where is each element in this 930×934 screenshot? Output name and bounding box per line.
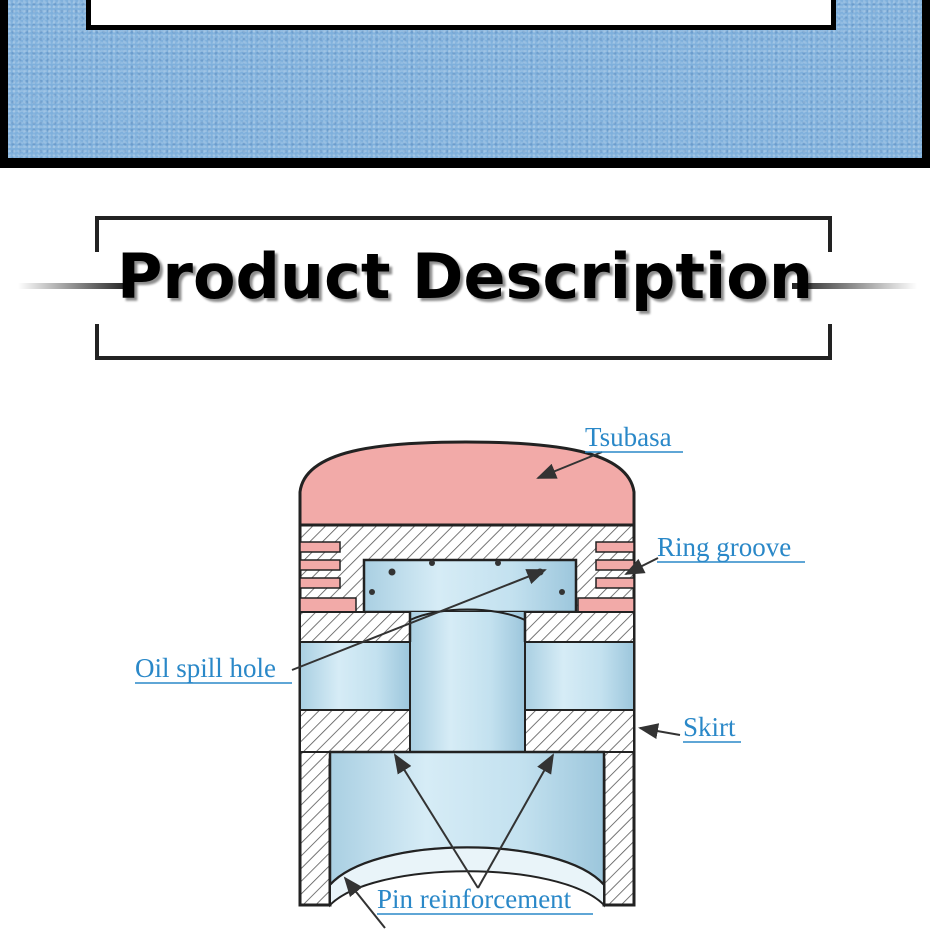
banner-white-box: [86, 0, 836, 30]
label-pin-reinforcement: Pin reinforcement: [377, 884, 572, 914]
pin-leader-left: [393, 753, 479, 889]
top-banner: [0, 0, 930, 168]
label-tsubasa: Tsubasa: [585, 422, 672, 452]
label-oil-spill-hole: Oil spill hole: [135, 653, 276, 683]
tsubasa-leader: [536, 451, 603, 479]
label-ring-groove: Ring groove: [657, 532, 791, 562]
piston-crown: [298, 440, 636, 527]
bottom-leader: [343, 876, 386, 929]
heading-line-left: [18, 283, 128, 289]
oil-spill-leader: [291, 569, 547, 671]
ring-groove-leader: [624, 557, 659, 575]
central-column: [410, 612, 525, 760]
heading-frame-top: [95, 216, 832, 252]
pin-bore-left: [299, 641, 411, 711]
piston-diagram-svg: Tsubasa Ring groove Oil spill hole Skirt…: [135, 422, 805, 929]
upper-cavity: [362, 558, 578, 614]
skirt-leader: [638, 723, 681, 739]
pin-bore-right: [524, 641, 635, 711]
heading-frame-bottom: [95, 324, 832, 360]
piston-diagram: Tsubasa Ring groove Oil spill hole Skirt…: [0, 380, 930, 930]
ring-lands-right: [577, 541, 635, 613]
pin-leader-right: [477, 753, 554, 889]
page-title: Product Description: [116, 240, 814, 313]
label-skirt: Skirt: [683, 712, 736, 742]
heading-line-right: [792, 283, 917, 289]
section-heading: Product Description: [0, 210, 930, 370]
